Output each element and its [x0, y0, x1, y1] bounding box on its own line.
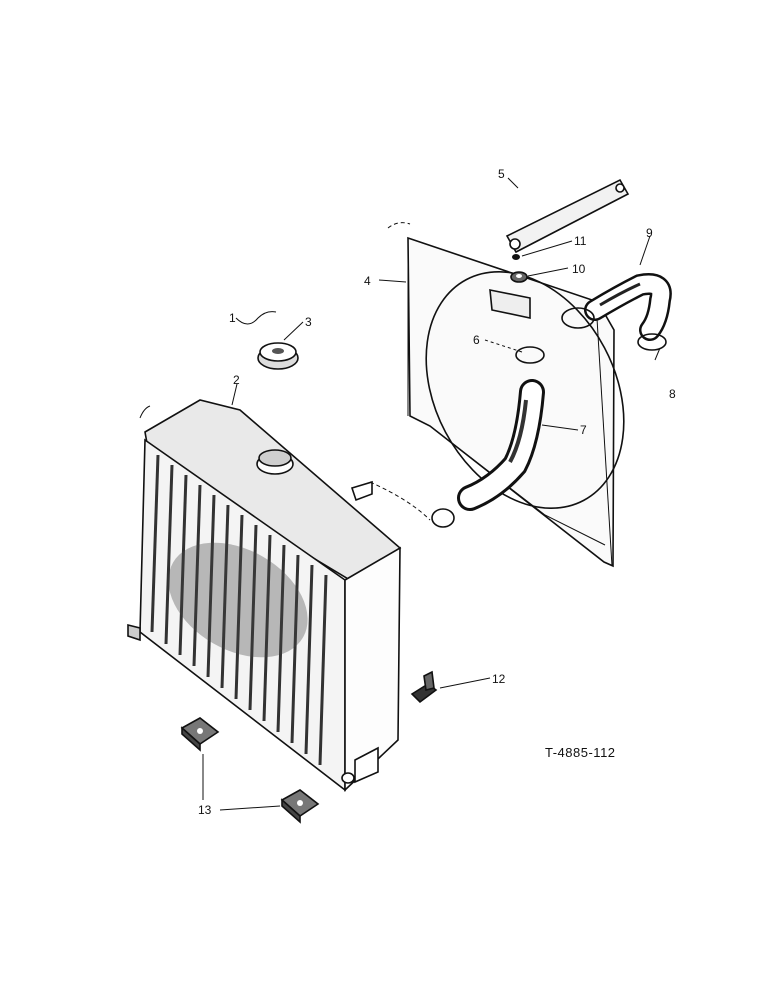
callout-labels: 1 2 3 4 5 6 7 8 9 10 11 12 13 [198, 167, 676, 817]
mounting-pad-lower [280, 789, 320, 824]
washer [512, 254, 520, 260]
callout-8: 8 [669, 387, 676, 401]
callout-9: 9 [646, 226, 653, 240]
leader-lines [139, 177, 661, 811]
mounting-pad-upper [180, 717, 220, 752]
drain-cock [410, 670, 438, 704]
hose-clamp-upper-left [561, 307, 595, 329]
hose-clamp-lower-bottom [431, 508, 455, 528]
upper-hose [584, 273, 672, 341]
callout-3: 3 [305, 315, 312, 329]
radiator [127, 399, 402, 792]
callout-2: 2 [233, 373, 240, 387]
callout-5: 5 [498, 167, 505, 181]
hose-clamp-upper-right [637, 333, 667, 351]
hose-clamp-lower-top [515, 346, 545, 364]
callout-11: 11 [574, 234, 587, 248]
callout-13: 13 [198, 803, 212, 817]
callout-10: 10 [572, 262, 586, 276]
support-strap [505, 178, 630, 254]
callout-1: 1 [229, 311, 236, 325]
callout-6: 6 [473, 333, 480, 347]
callout-7: 7 [580, 423, 587, 437]
callout-4: 4 [364, 274, 371, 288]
lower-hose [457, 379, 545, 511]
radiator-cap [257, 342, 299, 370]
reference-code: T-4885-112 [545, 745, 616, 760]
callout-12: 12 [492, 672, 506, 686]
nut [510, 271, 528, 283]
